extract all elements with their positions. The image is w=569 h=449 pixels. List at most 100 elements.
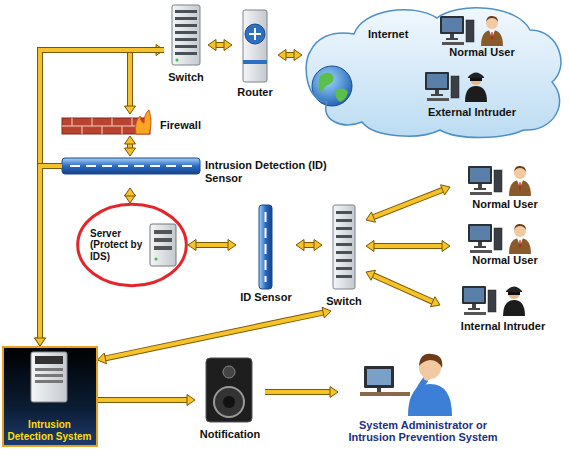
arrow-outline (104, 312, 324, 358)
firewall-bricks (62, 110, 151, 134)
node-label: Notification (200, 428, 261, 441)
router: Router (232, 6, 278, 102)
switch-icon (172, 5, 200, 65)
arrow-shaft (373, 190, 444, 218)
arrow-outline (373, 190, 444, 218)
arrow-head (442, 241, 450, 252)
arrow-head (366, 270, 376, 280)
arrow-head (366, 212, 375, 222)
network-switch: Switch (322, 203, 366, 311)
node-label: Switch (326, 295, 361, 308)
arrow-head (125, 188, 136, 196)
sensor-bar (259, 205, 272, 289)
arrow-head (366, 241, 374, 252)
ellipse-outline (78, 204, 187, 285)
node-label: ID Sensor (240, 291, 291, 304)
arrow-head (330, 387, 338, 398)
arrow-head (35, 338, 46, 346)
server-icon (150, 224, 176, 266)
cloud-outline (302, 2, 567, 140)
double-arrow (125, 136, 136, 156)
node-label: Intrusion Detection (ID) Sensor (205, 159, 327, 184)
arrow-shaft (303, 243, 315, 247)
arrow-outline (265, 389, 331, 395)
arrow-outline (40, 50, 164, 339)
double-arrow (208, 40, 232, 51)
arrow-shaft (265, 390, 331, 394)
computer-icons (425, 16, 531, 316)
arrow-outline (195, 242, 229, 248)
cloud-outline (306, 8, 561, 138)
node-label: Internet (368, 28, 408, 41)
arrow-head (296, 240, 304, 251)
user-node: Normal User (430, 12, 534, 62)
arrow-head (125, 106, 136, 114)
arrow-head (187, 395, 195, 406)
arrow-shaft (195, 243, 229, 247)
double-arrow (188, 240, 236, 251)
arrow (35, 166, 63, 346)
node-label: External Intruder (428, 106, 516, 119)
arrow (265, 387, 338, 398)
node-label: Normal User (449, 46, 514, 59)
arrow-head (314, 240, 322, 251)
arrow-outline (373, 243, 443, 249)
node-label: Router (237, 86, 272, 99)
arrow (35, 50, 165, 346)
arrow-head (125, 136, 136, 144)
intruder-node: External Intruder (402, 66, 542, 122)
internet-cloud: InternetNormal UserExternal Intruder (302, 2, 567, 140)
arrow-shaft (373, 244, 443, 248)
sensor-bar (62, 158, 200, 174)
arrow-head (125, 148, 136, 156)
node-label: Firewall (160, 119, 201, 132)
node-label: Switch (168, 71, 203, 84)
node-label: System Administrator or Intrusion Preven… (343, 419, 503, 444)
arrow-shaft (40, 50, 164, 339)
ids-box: Intrusion Detection System (2, 346, 98, 447)
notification-speaker: Notification (195, 356, 265, 444)
arrow-head (278, 50, 286, 61)
arrow-outline (130, 50, 157, 107)
id-sensor: Intrusion Detection (ID) Sensor (62, 156, 347, 188)
arrow-outline (372, 275, 433, 302)
arrow-shaft (40, 166, 62, 339)
arrow-head (228, 240, 236, 251)
administrator-figure (360, 354, 452, 416)
network-switch: Switch (164, 3, 208, 87)
node-label: Server (Protect by IDS) (90, 228, 150, 263)
arrow-head (35, 338, 46, 346)
arrow-head (188, 240, 196, 251)
double-arrow (296, 240, 322, 251)
arrow-shaft (372, 275, 433, 302)
admin-node: System Administrator or Intrusion Preven… (338, 345, 508, 447)
double-arrow (125, 45, 165, 115)
ids-panel (2, 346, 97, 447)
arrow-head (430, 297, 440, 307)
node-label: Internal Intruder (461, 320, 545, 333)
firewall: Firewall (62, 114, 205, 136)
internet-cloud-fill (306, 8, 561, 138)
node-label: Normal User (472, 198, 537, 211)
switch-icon (333, 205, 355, 289)
arrow-shaft (98, 398, 189, 402)
double-arrow (366, 241, 450, 252)
router-icon (243, 10, 267, 82)
intruder-node: Internal Intruder (440, 280, 566, 336)
node-label: Normal User (472, 254, 537, 267)
arrow-outline (40, 166, 62, 339)
double-arrow (125, 188, 136, 203)
protected-server: Server (Protect by IDS) (76, 203, 188, 287)
user-node: Normal User (450, 222, 560, 270)
double-arrow (366, 185, 450, 222)
double-arrow (278, 50, 302, 61)
double-arrow (98, 307, 332, 363)
arrow (98, 395, 196, 406)
id-sensor: ID Sensor (236, 203, 296, 307)
arrow-outline (303, 242, 315, 248)
double-arrow (366, 270, 440, 307)
arrow-head (224, 40, 232, 51)
user-node: Normal User (450, 160, 560, 214)
arrow-head (294, 50, 302, 61)
